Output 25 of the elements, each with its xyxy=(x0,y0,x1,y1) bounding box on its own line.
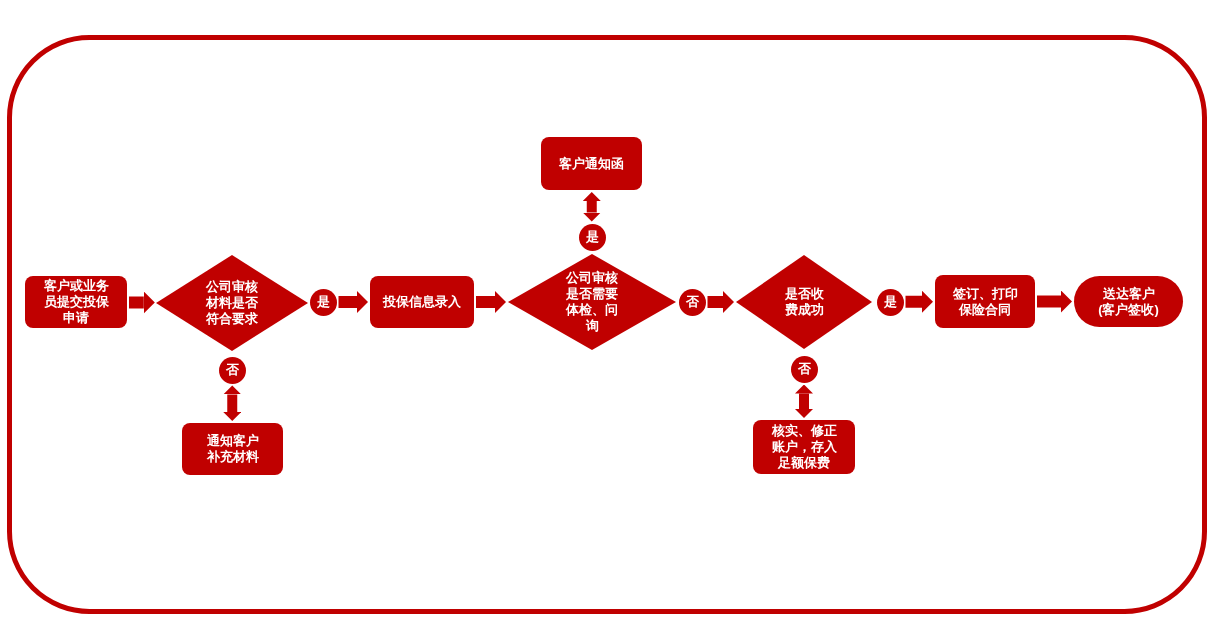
double-arrow xyxy=(582,192,601,222)
answer-circle: 是 xyxy=(578,223,606,251)
answer-circle: 是 xyxy=(309,288,337,316)
arrow xyxy=(707,291,734,313)
arrow xyxy=(905,290,933,313)
process-box: 客户通知函 xyxy=(541,137,642,190)
decision-diamond: 公司审核是否需要体检、问询 xyxy=(508,254,676,350)
process-box: 投保信息录入 xyxy=(370,276,474,328)
arrow xyxy=(476,291,506,313)
process-box: 核实、修正账户，存入足额保费 xyxy=(753,420,855,474)
answer-circle: 是 xyxy=(876,288,904,316)
arrow xyxy=(129,291,155,314)
answer-circle: 否 xyxy=(678,288,706,316)
process-box: 通知客户补充材料 xyxy=(182,423,283,475)
decision-diamond: 是否收费成功 xyxy=(736,255,872,349)
process-box: 客户或业务员提交投保申请 xyxy=(25,276,127,328)
double-arrow xyxy=(223,385,242,421)
terminal-box: 送达客户(客户签收) xyxy=(1074,276,1183,327)
arrow xyxy=(338,291,368,313)
answer-circle: 否 xyxy=(218,356,246,384)
process-box: 签订、打印保险合同 xyxy=(935,275,1035,328)
arrow xyxy=(1037,290,1072,313)
double-arrow xyxy=(795,384,813,418)
answer-circle: 否 xyxy=(790,355,818,383)
decision-diamond: 公司审核材料是否符合要求 xyxy=(156,255,308,351)
